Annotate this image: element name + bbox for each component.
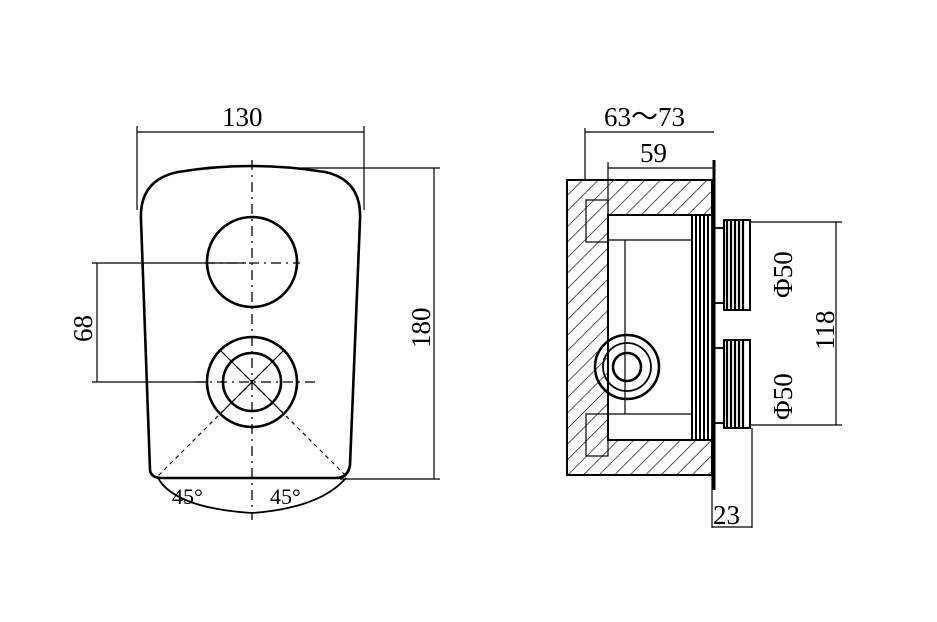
valve-body — [607, 214, 693, 441]
outlet-length-label: 23 — [713, 500, 740, 530]
angle-right-label: 45° — [270, 484, 301, 509]
spacing-label: 68 — [68, 315, 98, 342]
upper-outlet-fitting — [713, 219, 751, 311]
width-label: 130 — [222, 102, 263, 132]
lower-valve-inner — [221, 351, 283, 413]
height-label: 180 — [406, 308, 436, 349]
upper-knob — [205, 215, 299, 309]
angle-left-label: 45° — [172, 484, 203, 509]
front-plate-stripes — [695, 215, 709, 440]
cover-plate-outline — [139, 164, 362, 480]
side-view: Φ50 Φ50 63～73 59 118 23 — [566, 102, 842, 530]
inlet-port-inner — [611, 351, 643, 383]
angle-ray-left — [157, 381, 253, 477]
body-depth-label: 59 — [640, 138, 667, 168]
lower-outlet-fitting — [713, 339, 751, 429]
depth-range-label: 63～73 — [604, 102, 685, 132]
diameter-bottom-label: Φ50 — [768, 373, 798, 420]
outlet-spacing-label: 118 — [810, 311, 840, 351]
mounting-tab-bottom — [585, 413, 609, 457]
front-view: 45° 45° 130 180 68 — [68, 102, 440, 520]
front-plate-frame — [691, 214, 713, 441]
mounting-tab-top — [585, 199, 609, 243]
housing-hatched-wall — [566, 179, 713, 476]
inlet-port-outer — [593, 333, 661, 401]
diameter-top-label: Φ50 — [768, 251, 798, 298]
angle-ray-right — [251, 381, 347, 477]
inlet-port-mid — [602, 342, 652, 392]
